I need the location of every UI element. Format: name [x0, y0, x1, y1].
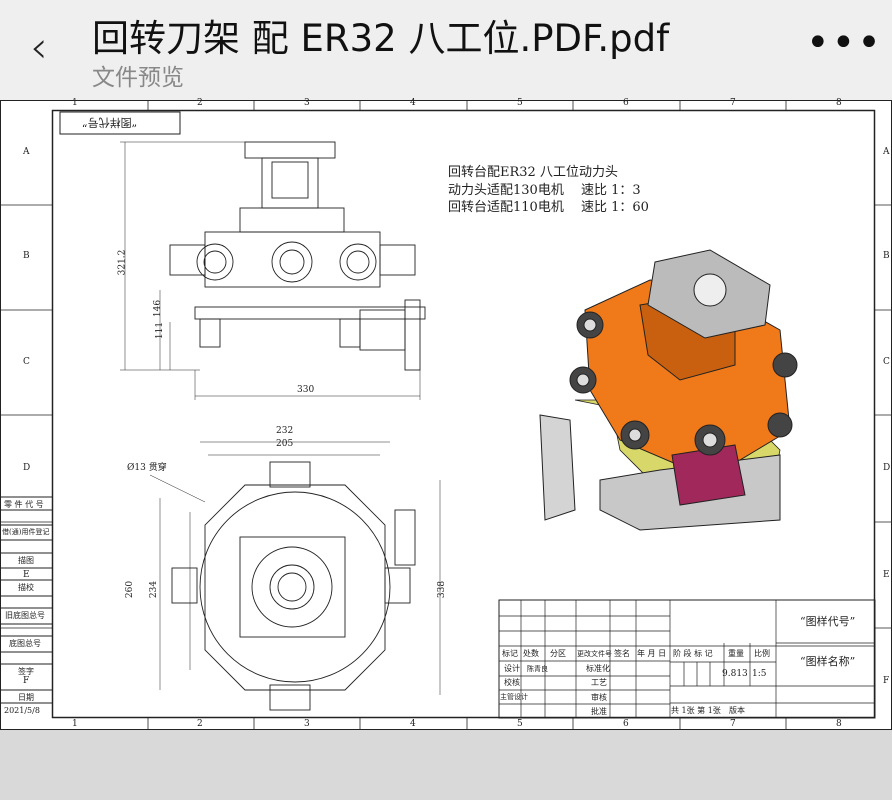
title-block-cell: 标记: [502, 649, 518, 658]
file-subtitle: 文件预览: [92, 65, 184, 91]
zone-label: E: [23, 570, 30, 580]
dim-label: 321.2: [117, 249, 128, 276]
zone-label: C: [883, 357, 890, 367]
zone-label: 2: [197, 98, 203, 108]
zone-label: 7: [730, 98, 736, 108]
title-block-cell: 分区: [550, 649, 566, 658]
note-line: 回转台适配110电机 速比 1：60: [448, 200, 649, 215]
file-title: 回转刀架 配 ER32 八工位.PDF.pdf: [92, 17, 670, 60]
title-block-cell: 比例: [754, 649, 770, 658]
zone-label: 4: [410, 719, 416, 729]
note-line: 动力头适配130电机 速比 1：3: [448, 183, 641, 198]
left-table-cell: 零 件 代 号: [4, 500, 44, 509]
zone-label: A: [23, 147, 30, 157]
scale-value: 1:5: [752, 669, 767, 679]
zone-label: 5: [517, 98, 523, 108]
zone-label: E: [883, 570, 890, 580]
zone-label: A: [883, 147, 890, 157]
title-block-cell: 标准化: [586, 664, 610, 673]
chevron-left-icon: ‹: [30, 22, 48, 73]
zone-label: B: [23, 251, 30, 261]
zone-label: C: [23, 357, 30, 367]
title-block-cell: 年 月 日: [637, 649, 667, 658]
title-block-cell: 重量: [728, 649, 744, 658]
zone-label: B: [883, 251, 890, 261]
left-table-cell: 描校: [18, 583, 34, 592]
zone-label: 2: [197, 719, 203, 729]
title-block-cell: 签名: [614, 649, 630, 658]
top-view: [149, 441, 441, 711]
title-block-cell: 批准: [591, 707, 607, 716]
ellipsis-icon: •••: [806, 20, 883, 66]
left-table-cell: 描图: [18, 556, 34, 565]
zone-label: 6: [623, 719, 629, 729]
note-line: 回转台配ER32 八工位动力头: [448, 165, 618, 180]
title-block-cell: 阶 段 标 记: [673, 649, 713, 658]
drawing-canvas: [0, 100, 892, 730]
zone-label: 5: [517, 719, 523, 729]
top-left-code: “图样代号”: [82, 116, 138, 129]
dim-label: 234: [149, 580, 160, 599]
zone-label: 6: [623, 98, 629, 108]
dim-label: 232: [276, 426, 294, 436]
isometric-render: [539, 249, 798, 531]
zone-label: 7: [730, 719, 736, 729]
dim-label: 111: [155, 321, 166, 340]
zone-label: F: [23, 676, 30, 686]
dim-label: Ø13 贯穿: [127, 463, 167, 473]
dim-label: 260: [125, 580, 136, 599]
back-button[interactable]: ‹: [30, 22, 48, 73]
title-block-cell: 更改文件号: [577, 650, 612, 658]
zone-label: F: [883, 676, 890, 686]
title-block-cell: 处数: [523, 649, 539, 658]
top-bar: ‹ 回转刀架 配 ER32 八工位.PDF.pdf 文件预览 •••: [0, 0, 892, 100]
zone-label: 8: [836, 98, 842, 108]
title-block-cell: 主管设计: [500, 693, 528, 701]
zone-label: D: [883, 463, 891, 473]
title-block-cell: 工艺: [591, 678, 607, 687]
zone-label: D: [23, 463, 31, 473]
title-block-cell: 审核: [591, 693, 607, 702]
zone-label: 3: [304, 719, 310, 729]
title-block-cell: 陈青良: [527, 665, 548, 673]
drawing-code: “图样代号”: [800, 615, 856, 628]
left-table-cell: 底图总号: [9, 639, 41, 648]
dim-label: 330: [297, 385, 315, 395]
left-table-cell: 2021/5/8: [4, 706, 40, 715]
front-view: [120, 141, 426, 400]
zone-label: 4: [410, 98, 416, 108]
dim-label: 338: [437, 580, 448, 599]
left-table-cell: 日期: [18, 693, 34, 702]
title-block-cell: 版本: [729, 706, 745, 715]
weight-value: 9.813: [722, 669, 748, 679]
left-table-cell: 签字: [18, 667, 34, 676]
left-table-cell: 旧底图总号: [5, 611, 45, 620]
drawing-name: “图样名称”: [800, 655, 856, 668]
left-table-cell: 借(通)用件登记: [2, 528, 50, 536]
dim-label: 205: [276, 439, 294, 449]
zone-label: 3: [304, 98, 310, 108]
title-block-cell: 校核: [504, 678, 520, 687]
zone-label: 8: [836, 719, 842, 729]
zone-label: 1: [72, 719, 78, 729]
title-block-cell: 共 1张 第 1张: [671, 706, 721, 715]
dim-label: 146: [153, 299, 164, 318]
title-block-cell: 设计: [504, 664, 520, 673]
zone-label: 1: [72, 98, 78, 108]
bottom-area: [0, 730, 892, 800]
more-button[interactable]: •••: [806, 20, 883, 66]
